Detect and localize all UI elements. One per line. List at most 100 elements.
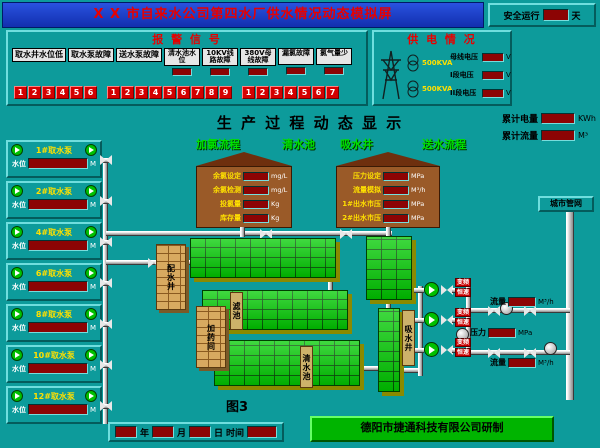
figure-label: 图3 [226,400,249,415]
meter-label: 流量 [490,297,506,306]
intake-pump-label: 6#取水泵 [35,268,73,278]
voltage-unit: V [506,89,511,97]
valve-icon[interactable] [340,229,352,239]
alarm-mini-label: 漏氯故障 [278,48,314,65]
pump-icon[interactable] [11,349,23,361]
delivery-pump-icon[interactable] [424,342,439,357]
alarm-lamp: 3 [135,86,148,99]
pump-icon[interactable] [11,308,23,320]
pipe [386,227,391,239]
alarm-lamp: 1 [242,86,255,99]
water-level-display [28,199,88,210]
alarm-mini-label: 380V母线故障 [240,48,276,66]
pump-icon[interactable] [11,185,23,197]
pump-icon[interactable] [85,349,97,361]
valve-icon[interactable] [100,278,112,288]
water-level-label: 水位 [12,282,26,291]
process-stage-label: 送水流程 [422,138,466,151]
valve-icon[interactable] [100,360,112,370]
alarm-lamp: 6 [312,86,325,99]
water-level-unit: M [89,159,96,168]
house-row-label: 余氯检测 [213,186,241,194]
valve-icon[interactable] [488,306,500,316]
valve-icon[interactable] [441,315,453,325]
pump-icon[interactable] [85,267,97,279]
pump-mode-tag: 恒速 [455,318,472,327]
delivery-pump-icon[interactable] [424,282,439,297]
valve-icon[interactable] [441,345,453,355]
valve-icon[interactable] [524,348,536,358]
intake-pump-panel: 6#取水泵水位 M [6,263,102,301]
gauge-icon [544,342,557,355]
alarm-lamp: 5 [70,86,83,99]
alarm-mini-indicator [286,67,306,75]
alarm-lamp: 4 [284,86,297,99]
pump-icon[interactable] [85,185,97,197]
valve-icon[interactable] [100,237,112,247]
pipe [414,318,424,323]
transformer-icon [407,80,419,98]
valve-icon[interactable] [524,306,536,316]
water-level-unit: M [89,323,96,332]
suction-well-tank [366,236,412,300]
house-row-display [383,171,409,181]
water-level-unit: M [89,405,96,414]
valve-icon[interactable] [100,196,112,206]
valve-icon[interactable] [100,319,112,329]
water-level-display [28,281,88,292]
valve-icon[interactable] [100,155,112,165]
pump-icon[interactable] [85,390,97,402]
house-row-unit: Kg [271,214,280,222]
pump-mode-tags: 变频恒速 [455,308,472,327]
house-row-unit: M³/h [411,186,426,194]
title-bar: X X 市自来水公司第四水厂供水情况动态模拟屏 [2,2,484,28]
process-stage-label: 加氯流程 [196,138,240,151]
valve-icon[interactable] [488,348,500,358]
alarm-lamp: 3 [270,86,283,99]
house-row-unit: MPa [411,200,425,208]
pump-icon[interactable] [11,390,23,402]
distribution-well-tower: 配水井 [156,244,186,310]
valve-icon[interactable] [260,229,272,239]
pump-icon[interactable] [11,267,23,279]
alarm-lamp: 9 [219,86,232,99]
water-level-unit: M [89,241,96,250]
pump-icon[interactable] [85,144,97,156]
alarm-lamp: 6 [177,86,190,99]
transformer-label: 500KVA [422,85,453,93]
delivery-pump-icon[interactable] [424,312,439,327]
pump-icon[interactable] [11,144,23,156]
pump-icon[interactable] [85,308,97,320]
alarm-lamp: 3 [42,86,55,99]
filter-tank-label: 滤池 [230,292,243,330]
pump-icon[interactable] [11,226,23,238]
meter-unit: MPa [518,328,533,337]
house-row-display [383,213,409,223]
house-row-display [243,171,269,181]
tank-label: 配水井 [166,263,176,291]
clear-pool-label: 清水池 [300,346,313,388]
pump-icon[interactable] [85,226,97,238]
process-stage-label: 吸水井 [340,138,373,151]
date-unit: 月 [177,428,187,439]
alarm-lamp: 8 [205,86,218,99]
power-panel-title: 供 电 情 况 [407,33,477,46]
pipe [466,350,570,355]
water-level-unit: M [89,282,96,291]
city-network-label: 城市管网 [538,196,594,212]
pipe [360,366,378,371]
valve-icon[interactable] [100,401,112,411]
house-row-unit: Kg [271,200,280,208]
house-row-label: 1#出水市压 [342,200,381,208]
valve-icon[interactable] [441,285,453,295]
water-level-label: 水位 [12,159,26,168]
meter-label: 压力 [470,328,486,337]
